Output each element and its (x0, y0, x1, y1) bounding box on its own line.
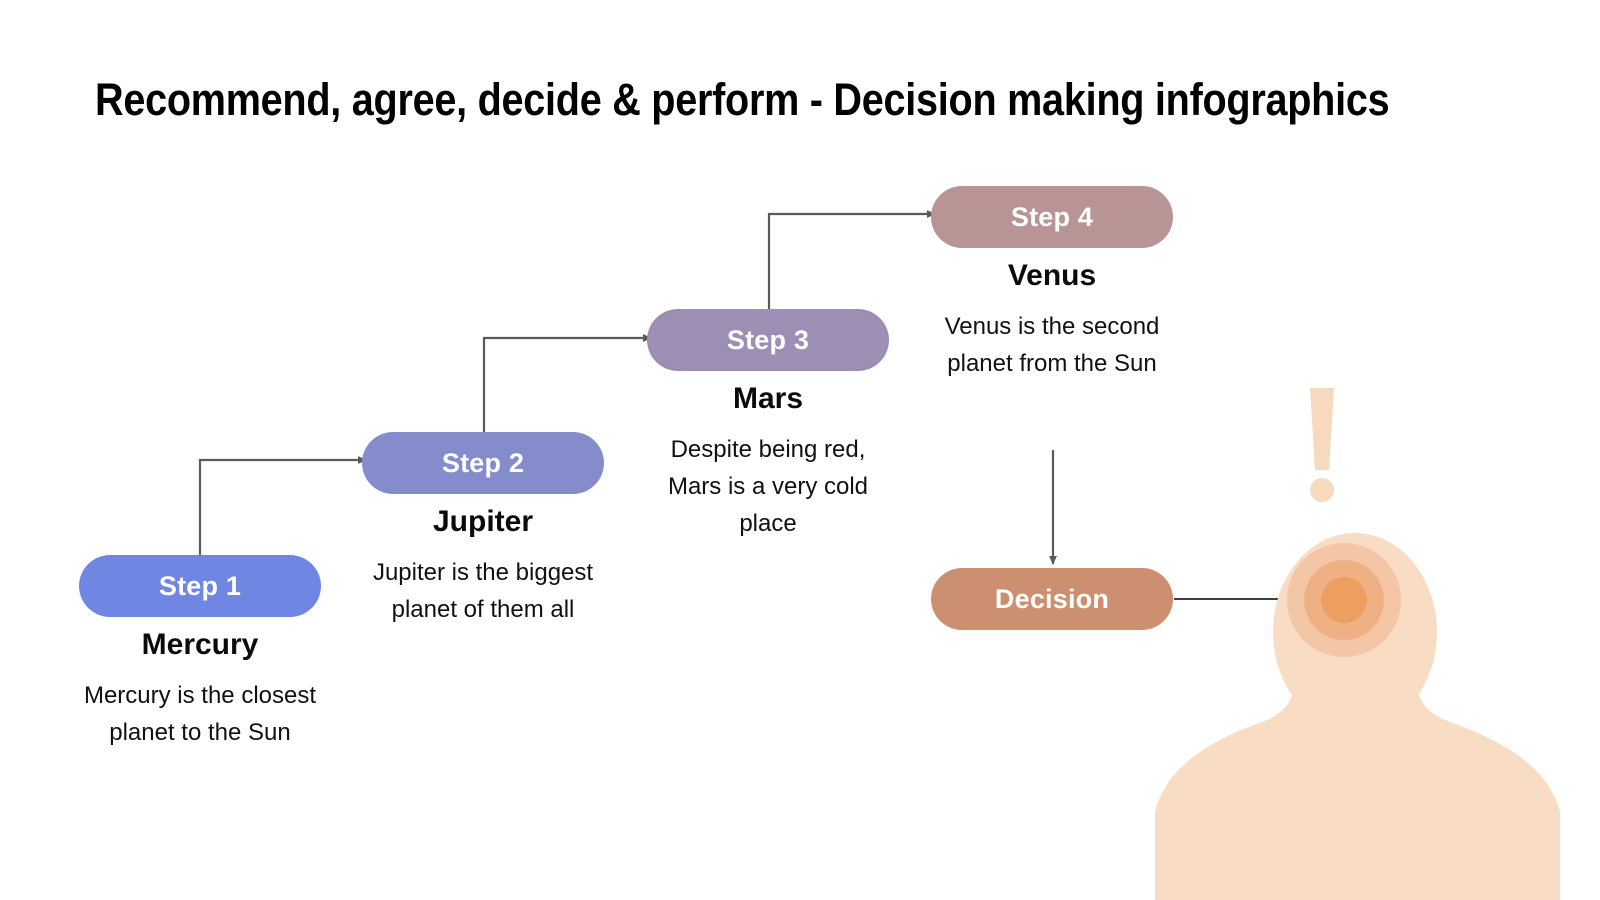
step-3-pill[interactable]: Step 3 (647, 309, 889, 371)
connector-step2-to-step3 (482, 334, 652, 433)
step-card-2[interactable]: Step 2 Jupiter Jupiter is the biggest pl… (362, 432, 604, 628)
step-card-4[interactable]: Step 4 Venus Venus is the second planet … (931, 186, 1173, 382)
decision-pill[interactable]: Decision (931, 568, 1173, 630)
step-card-1[interactable]: Step 1 Mercury Mercury is the closest pl… (79, 555, 321, 751)
step-2-body: Jupiter is the biggest planet of them al… (372, 559, 594, 623)
target-ring-inner (1321, 577, 1367, 623)
step-4-pill[interactable]: Step 4 (931, 186, 1173, 248)
step-1-body: Mercury is the closest planet to the Sun (83, 682, 317, 746)
exclamation-bar-icon (1310, 388, 1334, 470)
target-ring-outer (1287, 543, 1401, 657)
step-2-pill[interactable]: Step 2 (362, 432, 604, 494)
bust-shape (1155, 655, 1560, 900)
target-ring-middle (1304, 560, 1384, 640)
step-3-heading: Mars (732, 382, 804, 415)
step-card-3[interactable]: Step 3 Mars Despite being red, Mars is a… (647, 309, 889, 542)
step-4-heading: Venus (1007, 259, 1097, 292)
step-4-body: Venus is the second planet from the Sun (944, 313, 1160, 377)
exclamation-dot-icon (1310, 478, 1334, 502)
connector-step1-to-step2 (198, 456, 367, 556)
page-title: Recommend, agree, decide & perform - Dec… (95, 74, 1390, 125)
step-1-heading: Mercury (141, 628, 259, 661)
step-2-heading: Jupiter (432, 505, 534, 538)
head-shape (1273, 533, 1437, 731)
step-1-pill[interactable]: Step 1 (79, 555, 321, 617)
connector-step3-to-step4 (767, 210, 936, 310)
decision-card[interactable]: Decision (931, 568, 1173, 630)
step-3-body: Despite being red, Mars is a very cold p… (667, 436, 869, 537)
